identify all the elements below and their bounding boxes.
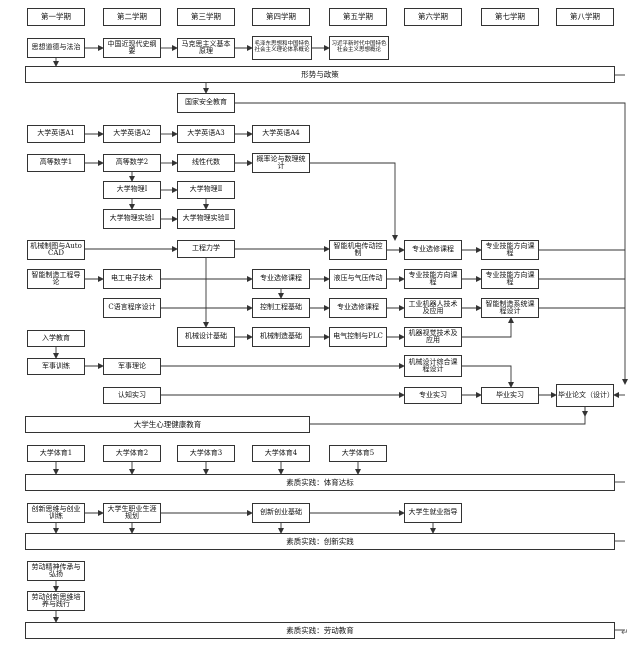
course-pe-3: 大学体育3 xyxy=(177,445,235,462)
course-xi-gailun: 习近平新时代中国特色社会主义思想概论 xyxy=(329,36,389,60)
connector-arrow xyxy=(462,317,514,338)
course-physics-1: 大学物理Ⅰ xyxy=(103,181,161,199)
semester-header-8: 第八学期 xyxy=(556,8,614,26)
course-pe-4: 大学体育4 xyxy=(252,445,310,462)
course-english-3: 大学英语A3 xyxy=(177,125,235,143)
course-innovation-practice: 素质实践：创新实践 xyxy=(25,533,615,550)
semester-header-6: 第六学期 xyxy=(404,8,462,26)
course-career-planning: 大学生职业生涯规划 xyxy=(103,503,161,523)
semester-header-4: 第四学期 xyxy=(252,8,310,26)
course-mfg-basics: 机械制造基础 xyxy=(252,327,310,347)
course-mental-health: 大学生心理健康教育 xyxy=(25,416,310,433)
course-labor-spirit: 劳动精神传承与弘扬 xyxy=(27,561,85,581)
course-math-2: 高等数学2 xyxy=(103,154,161,172)
course-physics-lab-1: 大学物理实验Ⅰ xyxy=(103,209,161,229)
course-labor-education: 素质实践：劳动教育 xyxy=(25,622,615,639)
course-english-4: 大学英语A4 xyxy=(252,125,310,143)
connector-arrow xyxy=(462,365,514,388)
course-guojia-anquan: 国家安全教育 xyxy=(177,93,235,113)
course-english-2: 大学英语A2 xyxy=(103,125,161,143)
course-electrical-plc: 电气控制与PLC xyxy=(329,327,387,347)
course-pe-1: 大学体育1 xyxy=(27,445,85,462)
course-graduation-practice: 毕业实习 xyxy=(481,387,539,404)
semester-header-5: 第五学期 xyxy=(329,8,387,26)
course-thesis: 毕业论文（设计） xyxy=(556,384,614,407)
course-robotics: 工业机器人技术及应用 xyxy=(404,298,462,318)
course-pe-standard: 素质实践：体育达标 xyxy=(25,474,615,491)
course-military-theory: 军事理论 xyxy=(103,358,161,375)
course-hydraulics: 液压与气压传动 xyxy=(329,269,387,289)
course-physics-2: 大学物理Ⅱ xyxy=(177,181,235,199)
course-linear-algebra: 线性代数 xyxy=(177,154,235,172)
course-mfg-system-design: 智能制造系统课程设计 xyxy=(481,298,539,318)
connector-arrow xyxy=(310,407,586,425)
course-cognition-practice: 认知实习 xyxy=(103,387,161,404)
connector-arrow xyxy=(235,102,628,385)
connector-arrow xyxy=(310,162,398,241)
course-c-programming: C语言程序设计 xyxy=(103,298,161,318)
course-innovation-basics: 创新创业基础 xyxy=(252,503,310,523)
course-control-engineering: 控制工程基础 xyxy=(252,298,310,318)
course-elective-5b: 专业选修课程 xyxy=(329,298,387,318)
course-pe-2: 大学体育2 xyxy=(103,445,161,462)
semester-header-1: 第一学期 xyxy=(27,8,85,26)
course-probability: 概率论与数理统计 xyxy=(252,153,310,173)
course-intelligent-mfg-intro: 智能制造工程导论 xyxy=(27,269,85,289)
course-direction-6b: 专业技能方向课程 xyxy=(404,269,462,289)
course-jindaishi: 中国近现代史纲要 xyxy=(103,38,161,58)
semester-header-2: 第二学期 xyxy=(103,8,161,26)
course-physics-lab-2: 大学物理实验Ⅱ xyxy=(177,209,235,229)
course-machine-design-basics: 机械设计基础 xyxy=(177,327,235,347)
course-enrollment-edu: 入学教育 xyxy=(27,330,85,347)
course-sixiang-daode: 思想道德与法治 xyxy=(27,38,85,58)
course-electronics: 电工电子技术 xyxy=(103,269,161,289)
course-mechatronic-control: 智能机电传动控制 xyxy=(329,240,387,260)
return-mark: ↵ xyxy=(621,628,629,638)
course-maogai: 毛泽东思想和中国特色社会主义理论体系概论 xyxy=(252,36,312,60)
course-math-1: 高等数学1 xyxy=(27,154,85,172)
course-military-training: 军事训练 xyxy=(27,358,85,375)
course-elective-5a: 专业选修课程 xyxy=(404,240,462,260)
course-english-1: 大学英语A1 xyxy=(27,125,85,143)
semester-header-3: 第三学期 xyxy=(177,8,235,26)
course-innovative-thinking: 创新思维与创业训练 xyxy=(27,503,85,523)
course-drawing-cad: 机械制图与AutoCAD xyxy=(27,240,85,260)
course-xingshi-zhengce: 形势与政策 xyxy=(25,66,615,83)
course-direction-7a: 专业技能方向课程 xyxy=(481,240,539,260)
course-labor-innovation: 劳动创新思维培养与践行 xyxy=(27,591,85,611)
course-machine-design-project: 机械设计综合课程设计 xyxy=(404,355,462,377)
course-professional-practice: 专业实习 xyxy=(404,387,462,404)
course-elective-4a: 专业选修课程 xyxy=(252,269,310,289)
course-machine-vision: 机器视觉技术及应用 xyxy=(404,327,462,347)
course-direction-7b: 专业技能方向课程 xyxy=(481,269,539,289)
course-employment-guidance: 大学生就业指导 xyxy=(404,503,462,523)
course-engineering-mechanics: 工程力学 xyxy=(177,240,235,258)
course-makesi: 马克思主义基本原理 xyxy=(177,38,235,58)
semester-header-7: 第七学期 xyxy=(481,8,539,26)
course-pe-5: 大学体育5 xyxy=(329,445,387,462)
